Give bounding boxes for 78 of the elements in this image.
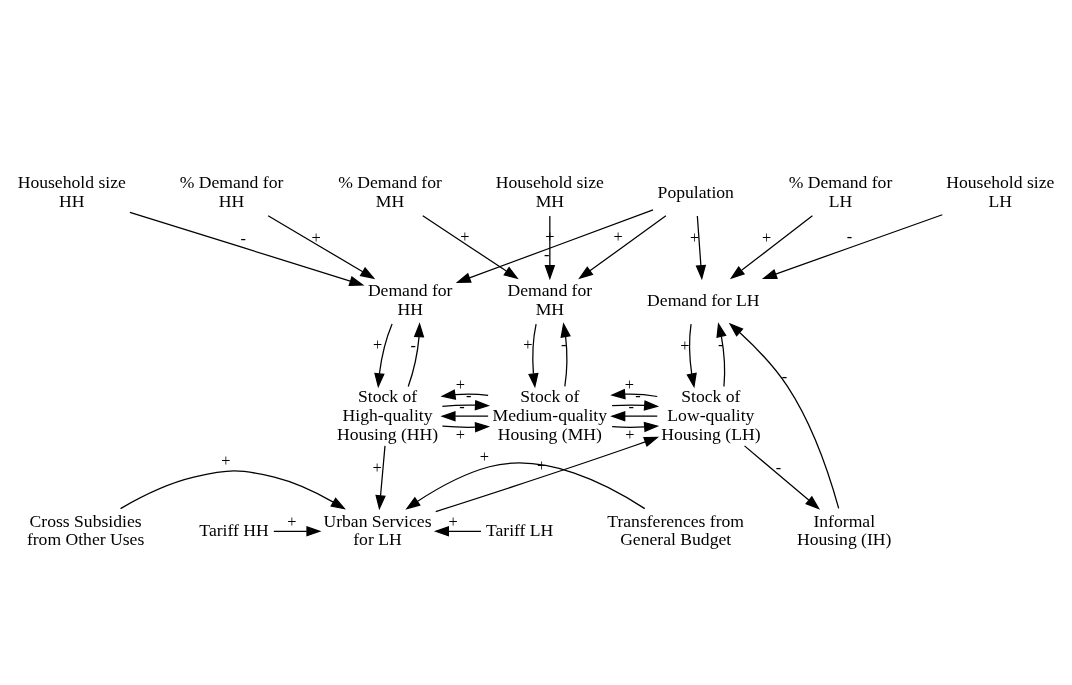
- edge-label: +: [287, 511, 297, 531]
- arrow: [611, 399, 660, 411]
- edge-label: +: [625, 424, 635, 444]
- edge-label: +: [372, 334, 383, 354]
- node-text: Tariff LH: [485, 519, 554, 540]
- node-text: Informal Housing (IH): [797, 510, 892, 549]
- arrow: [528, 322, 539, 388]
- edge-label: +: [761, 227, 772, 247]
- arrow: [716, 321, 727, 387]
- edge-label: -: [560, 334, 567, 354]
- edge-label: +: [448, 511, 458, 531]
- edge-label: +: [460, 226, 470, 246]
- arrow: [761, 213, 943, 279]
- edge-label: -: [635, 385, 641, 405]
- arrow: [129, 211, 365, 286]
- arrow: [441, 399, 491, 410]
- arrow: [273, 525, 322, 537]
- node-text: Demand for LH: [647, 289, 760, 310]
- edge-label: -: [459, 396, 465, 416]
- arrow: [374, 322, 393, 388]
- edge-label: -: [240, 228, 246, 248]
- edge-label: +: [221, 450, 231, 470]
- node-text: Population: [657, 181, 734, 202]
- arrow: [743, 444, 821, 510]
- node-text: Cross Subsidies from Other Uses: [26, 510, 145, 549]
- arrow: [441, 421, 491, 432]
- arrow: [440, 388, 489, 400]
- arrow: [610, 410, 658, 421]
- arrow: [611, 421, 660, 432]
- arrow: [119, 469, 346, 510]
- edge-label: +: [680, 335, 690, 355]
- arrow: [405, 461, 646, 510]
- arrow: [728, 322, 840, 509]
- arrow: [729, 214, 813, 279]
- arrow: [422, 214, 519, 279]
- edge-label: +: [523, 334, 533, 354]
- node-text: % Demand for LH: [788, 171, 893, 211]
- node-text: % Demand for MH: [338, 171, 442, 211]
- arrow: [686, 322, 697, 388]
- edge-label: +: [455, 424, 466, 444]
- node-text: Transferences from General Budget: [607, 510, 745, 549]
- edge-label: -: [846, 226, 853, 246]
- node-text: Stock of Medium-quality Housing (MH): [492, 385, 608, 444]
- node-text: Household size MH: [495, 171, 604, 211]
- node-text: Stock of High-quality Housing (HH): [336, 385, 439, 444]
- edge-label: -: [628, 396, 635, 416]
- edge-label: -: [781, 366, 788, 386]
- node-text: Demand for MH: [507, 279, 593, 319]
- edge-label: +: [479, 446, 490, 466]
- node-text: Urban Services for LH: [323, 510, 432, 549]
- edge-label: +: [613, 226, 623, 246]
- edge-label: -: [410, 335, 416, 355]
- node-text: Demand for HH: [367, 279, 453, 319]
- arrow: [610, 388, 658, 399]
- arrow: [407, 321, 425, 387]
- edge-label: +: [311, 227, 321, 247]
- arrow: [578, 214, 667, 279]
- arrow: [375, 444, 386, 510]
- node-text: Stock of Low-quality Housing (LH): [661, 385, 761, 444]
- edge-label: +: [372, 457, 382, 477]
- arrow: [560, 321, 571, 387]
- edge-label: +: [624, 374, 635, 394]
- node-text: Household size HH: [17, 171, 126, 211]
- arrow: [435, 436, 660, 512]
- node-text: Tariff HH: [199, 519, 269, 540]
- node-text: % Demand for HH: [179, 171, 284, 211]
- node-text: Household size LH: [946, 171, 1055, 211]
- edge-label: +: [455, 374, 465, 394]
- arrow: [440, 410, 489, 421]
- edge-label: -: [465, 385, 472, 405]
- edge-label: -: [775, 457, 782, 477]
- arrow: [455, 208, 654, 283]
- edge-label: -: [717, 334, 724, 354]
- arrow: [433, 525, 482, 537]
- arrow: [695, 214, 707, 280]
- arrow: [267, 214, 376, 279]
- edge-label: -: [543, 244, 550, 264]
- edge-label: +: [689, 227, 700, 247]
